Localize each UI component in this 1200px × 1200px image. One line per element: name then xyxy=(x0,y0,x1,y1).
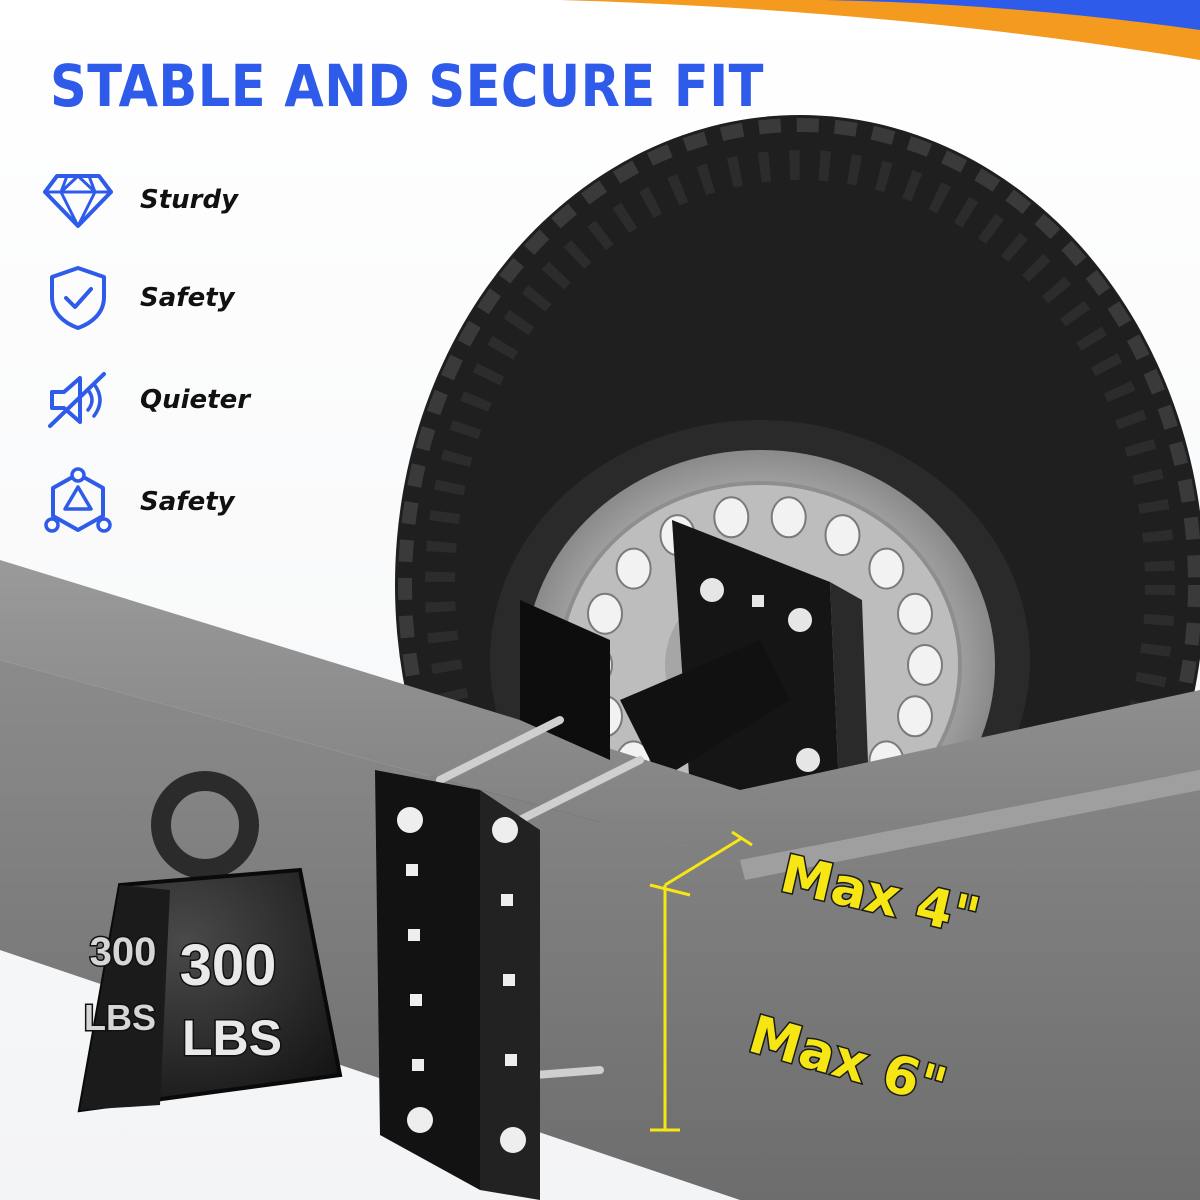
clamp-hole xyxy=(397,807,423,833)
rim-hole xyxy=(897,695,933,738)
corner-accent-orange xyxy=(560,0,1200,60)
clamp-hole xyxy=(501,894,513,906)
square-beam xyxy=(0,560,1200,1200)
rim-hole xyxy=(897,592,933,635)
dimension-lines xyxy=(649,830,753,1132)
feature-item: Sturdy xyxy=(38,160,238,240)
feature-item: Quieter xyxy=(38,360,250,440)
rim-hole xyxy=(770,496,807,539)
corner-accent-blue xyxy=(700,0,1200,30)
shield-check-icon xyxy=(38,258,118,338)
feature-label: Safety xyxy=(140,487,235,517)
rim-hole xyxy=(615,547,652,590)
rim-hole xyxy=(868,547,905,590)
clamp-hole xyxy=(500,1127,526,1153)
rim-hole xyxy=(713,496,750,539)
diamond-icon xyxy=(38,160,118,240)
weight-side-value: 300 xyxy=(90,930,157,974)
clamp-plate xyxy=(375,770,540,1200)
weight-icon: 300 LBS 300 LBS xyxy=(77,771,343,1113)
clamp-hole xyxy=(492,817,518,843)
mute-speaker-icon xyxy=(38,360,118,440)
weight-front-unit: LBS xyxy=(182,1010,282,1066)
clamp-hole xyxy=(412,1059,424,1071)
clamp-hole xyxy=(407,1107,433,1133)
clamp-hole xyxy=(410,994,422,1006)
rim-hole xyxy=(587,592,623,635)
clamp-hole xyxy=(505,1054,517,1066)
clamp-hole xyxy=(408,929,420,941)
feature-label: Quieter xyxy=(140,385,251,415)
feature-item: Safety xyxy=(38,462,235,542)
rim-hole xyxy=(824,514,861,557)
feature-label: Sturdy xyxy=(140,185,239,215)
network-hexagon-icon xyxy=(38,462,118,542)
headline: STABLE AND SECURE FIT xyxy=(50,52,764,120)
weight-front-value: 300 xyxy=(180,933,277,998)
clamp-hole xyxy=(503,974,515,986)
feature-label: Safety xyxy=(140,283,235,313)
clamp-hole xyxy=(406,864,418,876)
support-arm xyxy=(620,640,790,780)
weight-side-unit: LBS xyxy=(84,997,156,1038)
feature-item: Safety xyxy=(38,258,235,338)
rim-hole xyxy=(907,644,943,686)
